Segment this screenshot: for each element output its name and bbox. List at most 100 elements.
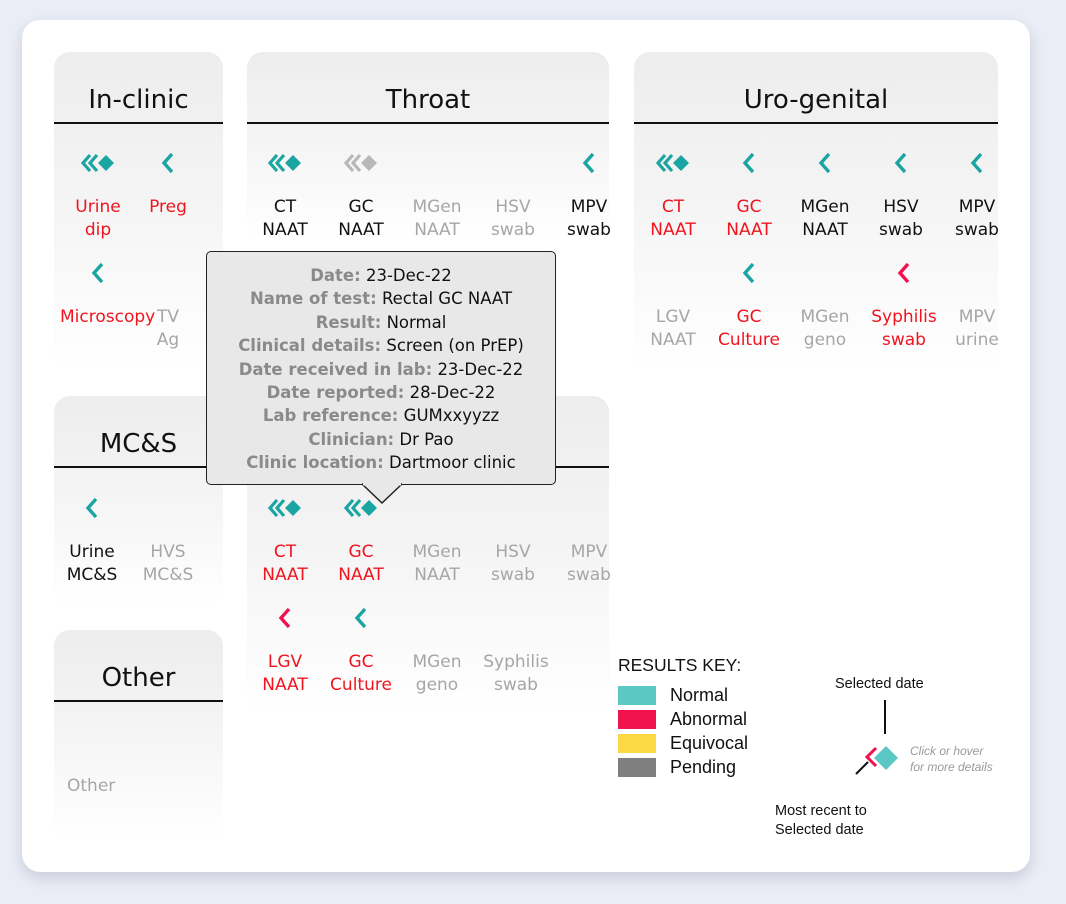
test-label-line1: Preg	[149, 197, 187, 217]
chevron-diamond-icon[interactable]	[247, 150, 323, 176]
chevron-left-icon[interactable]	[863, 150, 939, 176]
chevron-diamond-icon[interactable]	[635, 150, 711, 176]
test-label-line2: geno	[803, 330, 847, 350]
test-item[interactable]: CT NAAT	[635, 150, 711, 242]
test-label-line2: geno	[415, 675, 459, 695]
tooltip-clinician-row: Clinician: Dr Pao	[207, 428, 555, 451]
test-label-line1: Syphilis	[871, 307, 937, 327]
recent-line2: Selected date	[775, 822, 864, 838]
uro-genital-panel: Uro-genital	[634, 52, 998, 371]
empty-icon	[399, 605, 475, 631]
test-label-line2: NAAT	[726, 220, 772, 240]
test-label-line1: MPV	[570, 542, 608, 562]
tooltip-label: Date reported:	[266, 383, 405, 403]
test-label-line1: HSV	[883, 197, 919, 217]
tooltip-label: Name of test:	[249, 289, 377, 309]
test-item[interactable]: Preg	[130, 150, 206, 219]
test-label: CT NAAT	[635, 196, 711, 242]
abnormal-swatch	[618, 710, 656, 729]
tooltip-clinical-row: Clinical details: Screen (on PrEP)	[207, 334, 555, 357]
chevron-diamond-icon[interactable]	[323, 495, 399, 521]
chevron-left-icon[interactable]	[866, 260, 942, 286]
test-label: HVS MC&S	[130, 541, 206, 587]
test-item[interactable]: Microscopy	[60, 260, 155, 329]
test-label: Preg	[130, 196, 206, 219]
test-label-line2: NAAT	[338, 220, 384, 240]
other-title: Other	[54, 630, 223, 702]
empty-icon	[787, 260, 863, 286]
test-label-line1: MPV	[958, 197, 996, 217]
chevron-diamond-icon[interactable]	[247, 495, 323, 521]
chevron-diamond-icon[interactable]	[323, 150, 399, 176]
test-label-line2: dip	[84, 220, 112, 240]
chevron-left-icon[interactable]	[551, 150, 627, 176]
test-label-line1: MGen	[412, 197, 462, 217]
test-label-line2: MC&S	[66, 565, 118, 585]
test-label-line1: HVS	[150, 542, 186, 562]
tooltip-ref-row: Lab reference: GUMxxyyzz	[207, 404, 555, 427]
test-label-line2: MC&S	[142, 565, 194, 585]
empty-icon	[399, 150, 475, 176]
test-item[interactable]: HVS MC&S	[130, 495, 206, 587]
results-key-title: RESULTS KEY:	[618, 655, 742, 675]
chevron-left-icon[interactable]	[711, 260, 787, 286]
pending-label: Pending	[670, 757, 737, 777]
tooltip-label: Clinician:	[308, 429, 395, 449]
chevron-left-icon[interactable]	[60, 260, 136, 286]
test-label-line1: CT	[661, 197, 685, 217]
chevron-left-icon[interactable]	[939, 150, 1015, 176]
tooltip-value: GUMxxyyzz	[403, 406, 500, 426]
test-label-line2: swab	[567, 220, 611, 240]
chevron-left-icon[interactable]	[130, 150, 206, 176]
test-label-line2: swab	[494, 675, 538, 695]
chevron-left-icon[interactable]	[787, 150, 863, 176]
chevron-diamond-icon[interactable]	[60, 150, 136, 176]
test-label-line2: NAAT	[650, 220, 696, 240]
chevron-left-icon[interactable]	[247, 605, 323, 631]
pending-swatch	[618, 758, 656, 777]
test-label-line2: NAAT	[414, 565, 460, 585]
chevron-left-icon[interactable]	[54, 495, 130, 521]
empty-icon	[635, 260, 711, 286]
test-label-line1: HSV	[495, 197, 531, 217]
chevron-left-icon[interactable]	[711, 150, 787, 176]
chevron-left-icon[interactable]	[323, 605, 399, 631]
empty-icon	[478, 605, 554, 631]
other-item[interactable]: Other	[67, 776, 116, 796]
